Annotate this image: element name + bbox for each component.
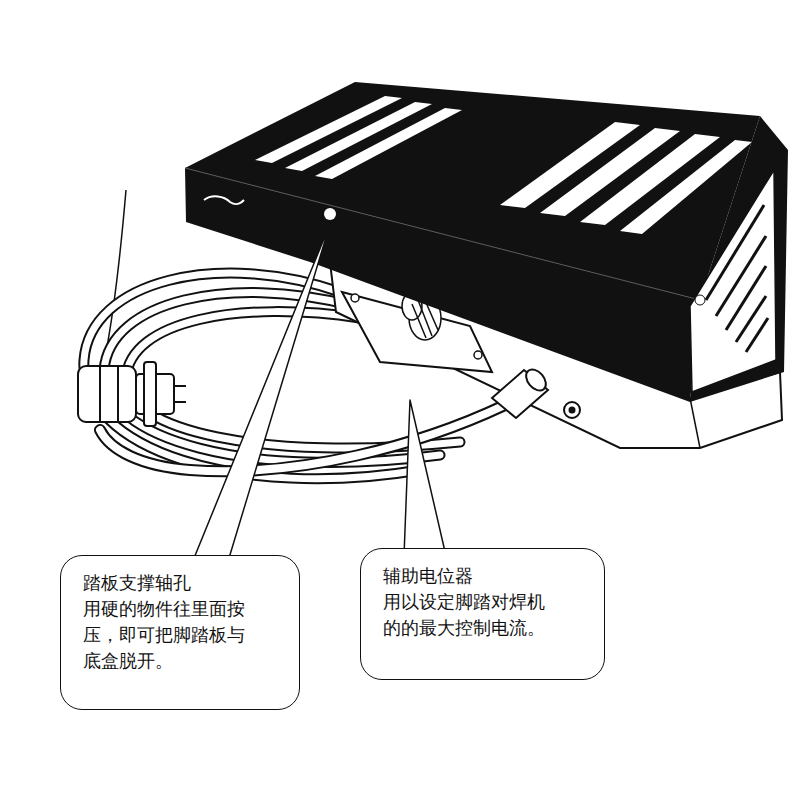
label-plate-print [706,205,768,352]
callout-heading: 踏板支撑轴孔 [83,570,281,596]
plug-ring [117,366,119,422]
screw [564,402,580,418]
base-edge [690,398,700,448]
plug-latch [144,362,156,426]
plug-ring [99,366,101,422]
pedal-front [185,168,700,402]
plug-body [78,366,136,422]
print-line [746,318,768,352]
plug-pin [174,401,186,403]
shaft-hole [324,208,336,220]
plug-pin [174,385,186,387]
logo [204,196,244,204]
gear-rib [412,304,426,338]
callout-body: 用硬的物件往里面按压，即可把脚踏板与底盒脱开。 [83,596,250,674]
print-line [736,296,766,342]
print-line [726,266,766,330]
pot-end [522,366,550,395]
label-logo [695,295,705,305]
stripe [315,108,462,179]
stripes [255,96,752,234]
screw [351,294,359,302]
callout-body: 用以设定脚踏对焊机的的最大控制电流。 [383,589,550,641]
screw-center [569,407,576,414]
callout-tail [404,400,446,556]
callout-box: 辅助电位器用以设定脚踏对焊机的的最大控制电流。 [360,548,605,680]
pedal-edge [185,168,700,300]
callout-tail [190,224,330,568]
potentiometer [492,366,550,418]
label-plate [690,170,776,392]
pedal-end [690,116,788,402]
screw [474,351,482,359]
callout-box: 踏板支撑轴孔用硬的物件往里面按压，即可把脚踏板与底盒脱开。 [60,555,300,710]
callout-heading: 辅助电位器 [383,563,586,589]
plug [78,362,186,426]
